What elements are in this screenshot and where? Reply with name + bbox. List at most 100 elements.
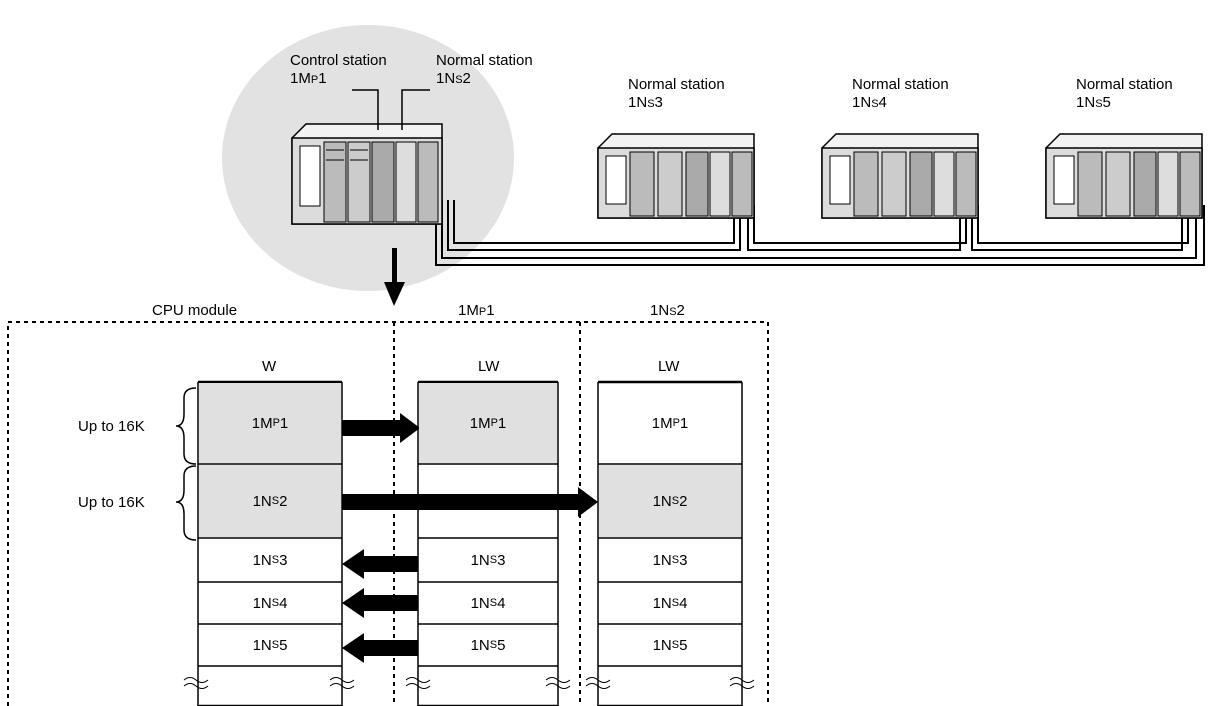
network-cable xyxy=(435,200,1205,266)
id-suffix: 3 xyxy=(654,94,663,111)
title-suffix: 2 xyxy=(676,302,685,319)
station-role: Normal station xyxy=(852,76,949,93)
station-id: 1NS2 xyxy=(436,70,533,89)
cell-prefix: 1N xyxy=(652,636,672,654)
id-suffix: 1 xyxy=(318,70,327,87)
arrow-ns4-left xyxy=(342,588,418,618)
id-prefix: 1N xyxy=(628,94,648,111)
cell-suffix: 1 xyxy=(279,414,289,432)
id-prefix: 1N xyxy=(1076,94,1096,111)
cell-suffix: 3 xyxy=(679,551,688,569)
cell-suffix: 3 xyxy=(279,551,288,569)
id-small: S xyxy=(647,98,655,110)
device-header-lw-1mp1: LW xyxy=(478,358,500,375)
arrow-ns3-left xyxy=(342,549,418,579)
cell-small: P xyxy=(490,417,498,429)
cell-small: S xyxy=(271,554,280,566)
id-small: P xyxy=(310,74,319,86)
cell-small: P xyxy=(672,417,680,429)
cell-prefix: 1N xyxy=(652,551,672,569)
title-suffix: 1 xyxy=(486,302,495,319)
id-small: S xyxy=(871,98,879,110)
plc-rack-1mp1 xyxy=(291,123,443,225)
id-suffix: 4 xyxy=(878,94,887,111)
cell-prefix: 1N xyxy=(252,594,272,612)
plc-rack-1ns4 xyxy=(821,133,979,219)
cell-suffix: 1 xyxy=(679,414,689,432)
cell-prefix: 1N xyxy=(470,636,490,654)
arrow-mp1-right xyxy=(342,413,420,443)
id-small: S xyxy=(1095,98,1103,110)
cell-small: S xyxy=(671,639,680,651)
break-marks xyxy=(183,677,755,689)
cell-prefix: 1M xyxy=(469,414,491,432)
id-suffix: 5 xyxy=(1102,94,1111,111)
title-small: S xyxy=(669,306,677,318)
station-id: 1NS3 xyxy=(628,94,725,113)
station-id: 1MP1 xyxy=(290,70,387,89)
cell-small: S xyxy=(271,495,280,507)
panel-title-1ns2: 1NS2 xyxy=(650,302,685,321)
station-label-1mp1: Control station 1MP1 xyxy=(290,52,387,89)
plc-rack-1ns5 xyxy=(1045,133,1203,219)
cell-small: S xyxy=(489,554,498,566)
id-prefix: 1M xyxy=(290,70,311,87)
cell-prefix: 1N xyxy=(252,551,272,569)
title-small: P xyxy=(478,306,487,318)
station-role: Control station xyxy=(290,52,387,69)
cell-suffix: 4 xyxy=(279,594,288,612)
station-role: Normal station xyxy=(1076,76,1173,93)
down-arrow-icon xyxy=(384,248,405,306)
device-header-lw-1ns2: LW xyxy=(658,358,680,375)
id-small: S xyxy=(455,74,463,86)
leader-line-1ns2 xyxy=(401,89,430,130)
leader-line-1mp1 xyxy=(352,89,379,130)
station-label-1ns4: Normal station 1NS4 xyxy=(852,76,949,113)
table-borders xyxy=(197,380,743,706)
cell-suffix: 2 xyxy=(679,492,688,510)
station-id: 1NS4 xyxy=(852,94,949,113)
cell-small: S xyxy=(489,639,498,651)
station-label-1ns2: Normal station 1NS2 xyxy=(436,52,533,89)
plc-rack-1ns3 xyxy=(597,133,755,219)
station-label-1ns3: Normal station 1NS3 xyxy=(628,76,725,113)
station-role: Normal station xyxy=(628,76,725,93)
station-id: 1NS5 xyxy=(1076,94,1173,113)
cell-small: S xyxy=(671,495,680,507)
cell-suffix: 5 xyxy=(497,636,506,654)
cell-suffix: 3 xyxy=(497,551,506,569)
cell-suffix: 2 xyxy=(279,492,288,510)
cell-suffix: 4 xyxy=(679,594,688,612)
cell-prefix: 1N xyxy=(652,492,672,510)
panel-title-cpu: CPU module xyxy=(152,302,238,319)
cell-prefix: 1M xyxy=(651,414,673,432)
cell-suffix: 5 xyxy=(679,636,688,654)
cell-suffix: 1 xyxy=(497,414,507,432)
device-header-w: W xyxy=(262,358,277,375)
cell-prefix: 1N xyxy=(470,594,490,612)
cell-prefix: 1M xyxy=(251,414,273,432)
brace-2 xyxy=(175,465,197,541)
title-prefix: 1N xyxy=(650,302,670,319)
cell-suffix: 4 xyxy=(497,594,506,612)
cell-prefix: 1N xyxy=(470,551,490,569)
cell-prefix: 1N xyxy=(252,636,272,654)
cell-small: P xyxy=(272,417,280,429)
title-prefix: 1M xyxy=(458,302,479,319)
cell-prefix: 1N xyxy=(252,492,272,510)
brace-1 xyxy=(175,387,197,465)
